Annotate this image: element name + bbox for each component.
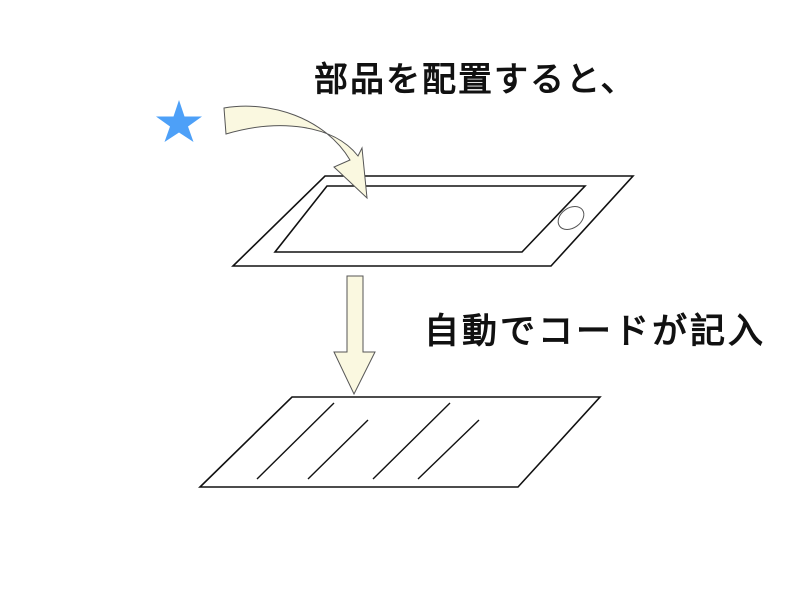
code-line bbox=[372, 402, 451, 480]
curved-arrow-icon bbox=[223, 105, 368, 200]
home-button-icon bbox=[557, 206, 585, 230]
auto-code-label: 自動でコードが記入 bbox=[424, 312, 767, 352]
star-icon bbox=[156, 100, 202, 142]
place-parts-label: 部品を配置すると、 bbox=[314, 60, 637, 100]
code-lines bbox=[256, 402, 480, 480]
code-sheet-outline bbox=[198, 396, 602, 488]
code-line bbox=[417, 419, 480, 480]
down-arrow-icon bbox=[333, 275, 376, 396]
code-line bbox=[307, 419, 369, 480]
phone-screen bbox=[273, 185, 587, 253]
code-line bbox=[256, 402, 335, 480]
